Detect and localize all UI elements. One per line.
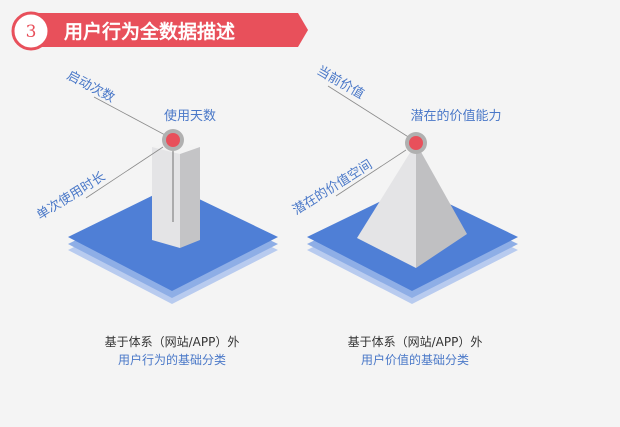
- section-header: 3 用户行为全数据描述: [11, 11, 308, 51]
- right-caption-line1: 基于体系（网站/APP）外: [347, 335, 483, 349]
- left-label-bottom: 单次使用时长: [34, 168, 109, 223]
- header-number-badge: [11, 11, 51, 51]
- right-leader-top: [327, 85, 411, 139]
- right-label-top: 当前价值: [314, 63, 367, 103]
- left-leader-bottom: [85, 146, 164, 199]
- right-label-point: 潜在的价值能力: [410, 108, 501, 124]
- right-focus-dot: [409, 136, 423, 150]
- left-caption-line2: 用户行为的基础分类: [117, 353, 226, 367]
- left-pillar-side: [180, 147, 200, 248]
- right-caption-line2: 用户价值的基础分类: [360, 353, 469, 367]
- left-leader-top: [93, 96, 168, 137]
- right-caption: 基于体系（网站/APP）外 用户价值的基础分类: [295, 333, 535, 369]
- left-diagram: 启动次数 使用天数 单次使用时长: [34, 67, 278, 304]
- left-caption: 基于体系（网站/APP）外 用户行为的基础分类: [52, 333, 292, 369]
- header-title: 用户行为全数据描述: [64, 20, 235, 43]
- left-label-top: 启动次数: [64, 67, 117, 106]
- left-label-point: 使用天数: [164, 108, 216, 124]
- left-focus-dot: [166, 133, 180, 147]
- header-banner: [28, 13, 308, 47]
- right-diagram: 当前价值 潜在的价值能力 潜在的价值空间: [290, 63, 518, 304]
- right-label-bottom: 潜在的价值空间: [290, 157, 376, 219]
- left-pillar-front: [152, 147, 180, 248]
- header-number: 3: [26, 22, 37, 42]
- right-pyramid-front: [357, 143, 416, 268]
- left-caption-line1: 基于体系（网站/APP）外: [104, 335, 240, 349]
- right-leader-bottom: [335, 149, 407, 197]
- right-pyramid-side: [416, 143, 467, 268]
